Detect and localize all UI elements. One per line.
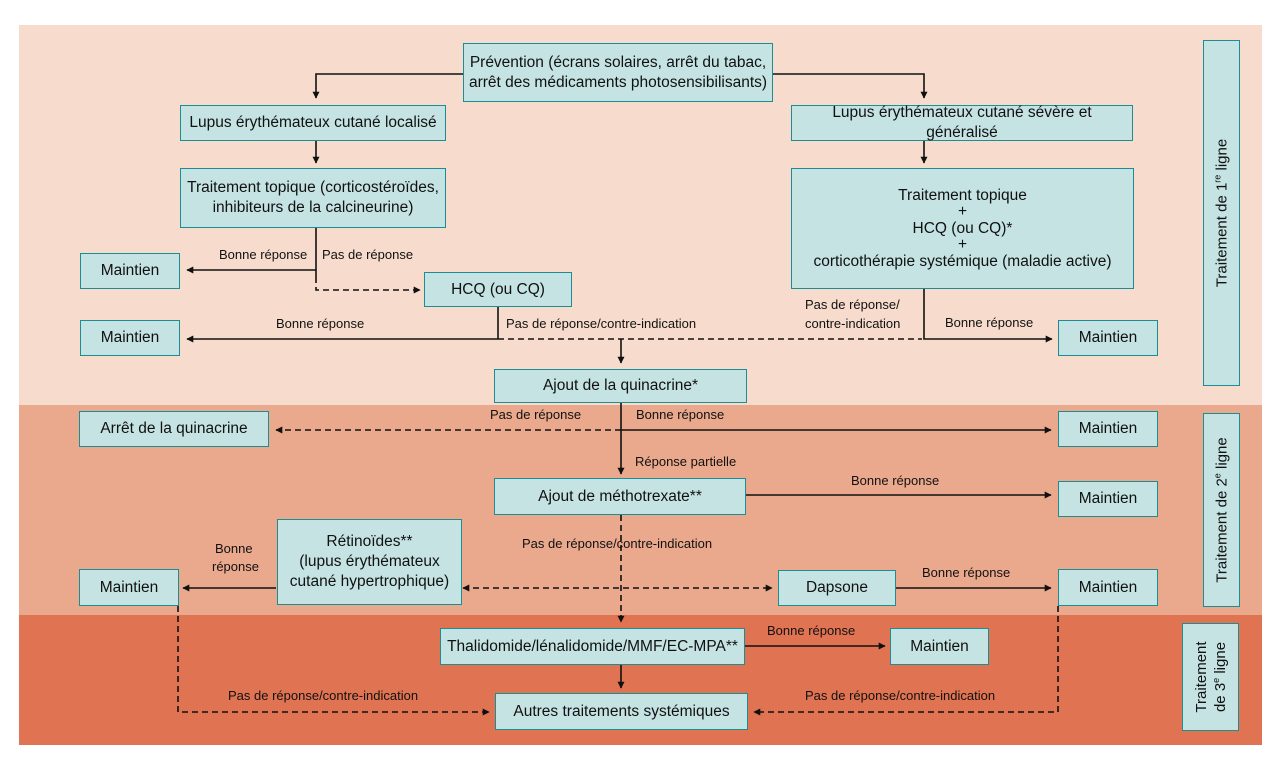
label-bonne-reponse-7: Bonne réponse <box>767 623 856 638</box>
label-bonne-reponse-1: Bonne réponse <box>219 247 308 262</box>
box-maintien-1: Maintien <box>80 253 180 289</box>
label-pas-de-reponse-1: Pas de réponse <box>322 247 414 262</box>
label-bonne-reponse-6: Bonne réponse <box>922 565 1011 580</box>
label-bonne: Bonne <box>215 541 253 556</box>
box-autres: Autres traitements systémiques <box>495 693 748 730</box>
box-methotrexate: Ajout de méthotrexate** <box>494 478 746 515</box>
box-maintien-7: Maintien <box>1058 569 1158 606</box>
box-prevention: Prévention (écrans solaires, arrêt du ta… <box>463 43 773 102</box>
box-arret-quinacrine: Arrêt de la quinacrine <box>79 411 269 447</box>
box-thalidomide: Thalidomide/lénalidomide/MMF/EC-MPA** <box>440 628 745 665</box>
label-bonne-reponse-5: Bonne réponse <box>851 473 940 488</box>
box-lupus-localise: Lupus érythémateux cutané localisé <box>180 105 446 141</box>
box-maintien-8: Maintien <box>890 628 989 665</box>
label-pas-de-reponse-2: Pas de réponse <box>490 407 582 422</box>
box-topique-gauche: Traitement topique (corticostéroïdes,inh… <box>180 168 446 228</box>
box-quinacrine: Ajout de la quinacrine* <box>494 369 747 403</box>
box-lupus-severe: Lupus érythémateux cutané sévère et géné… <box>791 104 1133 141</box>
box-topique-droite: Traitement topique+HCQ (ou CQ)*+corticot… <box>791 168 1134 289</box>
box-maintien-2: Maintien <box>80 320 180 356</box>
label-reponse-partielle: Réponse partielle <box>635 454 737 469</box>
label-bonne-reponse-4: Bonne réponse <box>636 407 725 422</box>
side-label-ligne-2: Traitement de 2e ligne <box>1203 413 1240 607</box>
label-pas-reponse-ci-3: Pas de réponse/contre-indication <box>228 688 419 703</box>
label-pas-reponse-ci-1: Pas de réponse/contre-indication <box>506 316 697 331</box>
box-maintien-6: Maintien <box>79 569 179 606</box>
label-pas-reponse-ci-2: Pas de réponse/contre-indication <box>522 536 713 551</box>
box-hcq: HCQ (ou CQ) <box>424 272 572 307</box>
box-dapsone: Dapsone <box>778 570 896 606</box>
box-maintien-3: Maintien <box>1058 320 1158 356</box>
label-contre-indication: contre-indication <box>805 316 901 331</box>
box-maintien-5: Maintien <box>1058 481 1158 517</box>
side-label-ligne-1: Traitement de 1re ligne <box>1203 40 1240 386</box>
label-pas-reponse-ci-4: Pas de réponse/contre-indication <box>805 688 996 703</box>
label-bonne-reponse-3: Bonne réponse <box>945 315 1034 330</box>
label-bonne-reponse-2: Bonne réponse <box>276 316 365 331</box>
box-maintien-4: Maintien <box>1058 411 1158 447</box>
label-reponse: réponse <box>212 559 259 574</box>
label-pas-reponse-slash: Pas de réponse/ <box>805 297 900 312</box>
